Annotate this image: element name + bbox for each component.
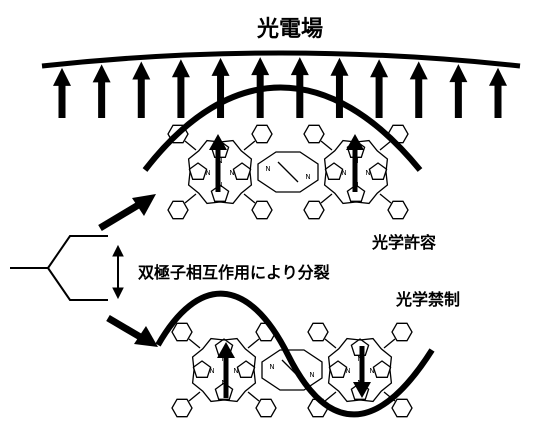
field-arrow [370, 59, 389, 118]
nitrogen-atom-label: N [233, 367, 238, 375]
dipole-arrowhead [353, 382, 371, 398]
phenyl-ring [387, 124, 409, 144]
nitrogen-atom-label: N [365, 169, 370, 177]
phenyl-ring [255, 322, 277, 342]
phenyl-ring [307, 398, 329, 418]
nitrogen-atom-label: N [229, 169, 234, 177]
nitrogen-atom-label: N [209, 367, 214, 375]
double-arrowhead-up [112, 244, 124, 257]
nitrogen-atom-label: N [369, 367, 374, 375]
field-arrow [409, 61, 428, 118]
bridge-linker: NN [257, 151, 319, 193]
field-arrow [449, 64, 468, 118]
nitrogen-atom-label: N [305, 173, 310, 181]
field-arrow [489, 67, 507, 118]
porphyrin-dimer-forbidden: NNNNNNNNNN [171, 322, 413, 418]
field-title: 光電場 [256, 17, 323, 42]
energy-level-diagram [10, 235, 124, 301]
phenyl-ring [391, 398, 413, 418]
nitrogen-atom-label: N [265, 165, 270, 173]
splitting-branches [47, 235, 108, 269]
dipole-arrowhead [217, 342, 235, 358]
double-arrowhead-down [112, 287, 124, 300]
field-arrow [290, 57, 309, 118]
state-pointer-arrows [98, 194, 158, 347]
parallel-dipole-arrows [209, 134, 364, 192]
nitrogen-atom-label: N [345, 367, 350, 375]
phenyl-ring [167, 124, 189, 144]
bridge-linker: NN [261, 349, 323, 391]
nitrogen-atom-label: N [205, 169, 210, 177]
allowed-half-wave [142, 84, 423, 172]
porphyrin-dimer-allowed: NNNNNNNNNN [167, 124, 409, 220]
field-arrow [53, 67, 71, 118]
splitting-branches-lower [47, 267, 108, 301]
antiparallel-dipole-arrows [217, 342, 371, 398]
field-arrow [171, 59, 190, 118]
phenyl-ring [387, 200, 409, 220]
pointer-arrow-to-allowed [98, 200, 142, 232]
forbidden-full-wave [155, 290, 435, 418]
phenyl-ring [171, 398, 193, 418]
pointer-arrow-to-forbidden [106, 314, 144, 342]
phenyl-ring [391, 322, 413, 342]
label-dipole-splitting: 双極子相互作用により分裂 [138, 263, 330, 282]
phenyl-ring [171, 322, 193, 342]
phenyl-ring [251, 124, 273, 144]
field-arrows [53, 57, 507, 118]
phenyl-ring [303, 124, 325, 144]
nitrogen-atom-label: N [269, 363, 274, 371]
phenyl-ring [167, 200, 189, 220]
phenyl-ring [255, 398, 277, 418]
field-arrow [330, 57, 349, 118]
field-arrow [251, 57, 270, 118]
phenyl-ring [303, 200, 325, 220]
field-front-line [41, 50, 521, 69]
label-optically-forbidden: 光学禁制 [395, 290, 460, 309]
phenyl-ring [307, 322, 329, 342]
field-arrow [132, 61, 151, 118]
dipole-arrowhead [346, 134, 364, 150]
field-arrow [92, 64, 111, 118]
nitrogen-atom-label: N [309, 371, 314, 379]
label-optically-allowed: 光学許容 [371, 233, 436, 252]
dipole-arrowhead [209, 134, 227, 150]
phenyl-ring [251, 200, 273, 220]
field-arrow [211, 57, 230, 118]
nitrogen-atom-label: N [341, 169, 346, 177]
